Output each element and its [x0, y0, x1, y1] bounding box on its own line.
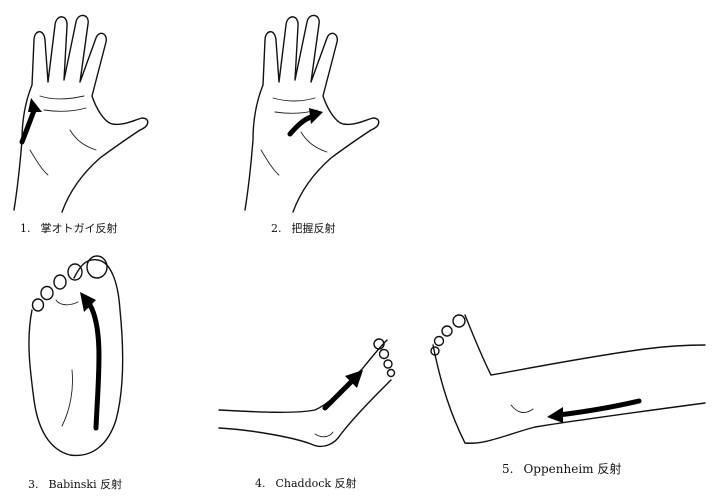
stimulus-arrow-4 — [322, 377, 356, 411]
caption-2-number: 2. — [271, 222, 282, 235]
caption-4-number: 4. — [255, 477, 266, 490]
figure-2-grasp: 2. 把握反射 — [235, 0, 415, 240]
figure-3-babinski: 3. Babinski 反射 — [0, 250, 180, 500]
caption-1: 1. 掌オトガイ反射 — [20, 222, 118, 235]
figure-5-oppenheim: 5. Oppenheim 反射 — [425, 305, 725, 495]
caption-1-label: 掌オトガイ反射 — [40, 222, 118, 235]
caption-4-label: Chaddock 反射 — [275, 477, 357, 490]
caption-2-label: 把握反射 — [291, 222, 336, 235]
figure-1-palmomental: 1. 掌オトガイ反射 — [0, 0, 180, 240]
hand-illustration-1 — [13, 14, 149, 213]
sole-illustration-3 — [28, 255, 124, 457]
caption-5-label: Oppenheim 反射 — [523, 462, 622, 476]
arrow-head-4 — [345, 370, 363, 388]
arrow-head-3 — [80, 292, 96, 312]
caption-1-number: 1. — [20, 222, 31, 235]
figure-4-chaddock: 4. Chaddock 反射 — [215, 330, 415, 500]
stimulus-arrow-1 — [19, 105, 38, 145]
caption-3-number: 3. — [28, 478, 39, 491]
arrow-head-1 — [28, 98, 42, 112]
caption-5: 5. Oppenheim 反射 — [502, 463, 621, 476]
arrow-head-5 — [547, 407, 563, 423]
caption-4: 4. Chaddock 反射 — [255, 477, 357, 490]
hand-illustration-2 — [244, 14, 380, 213]
caption-3-label: Babinski 反射 — [48, 478, 123, 491]
foot-illustration-4 — [218, 338, 396, 448]
caption-5-number: 5. — [502, 462, 514, 476]
stimulus-arrow-3 — [87, 302, 102, 431]
leg-illustration-5 — [430, 314, 706, 444]
arrow-head-2 — [309, 108, 323, 124]
stimulus-arrow-5 — [556, 398, 642, 418]
stimulus-arrow-2 — [287, 114, 314, 137]
caption-2: 2. 把握反射 — [271, 222, 336, 235]
caption-3: 3. Babinski 反射 — [28, 478, 122, 491]
